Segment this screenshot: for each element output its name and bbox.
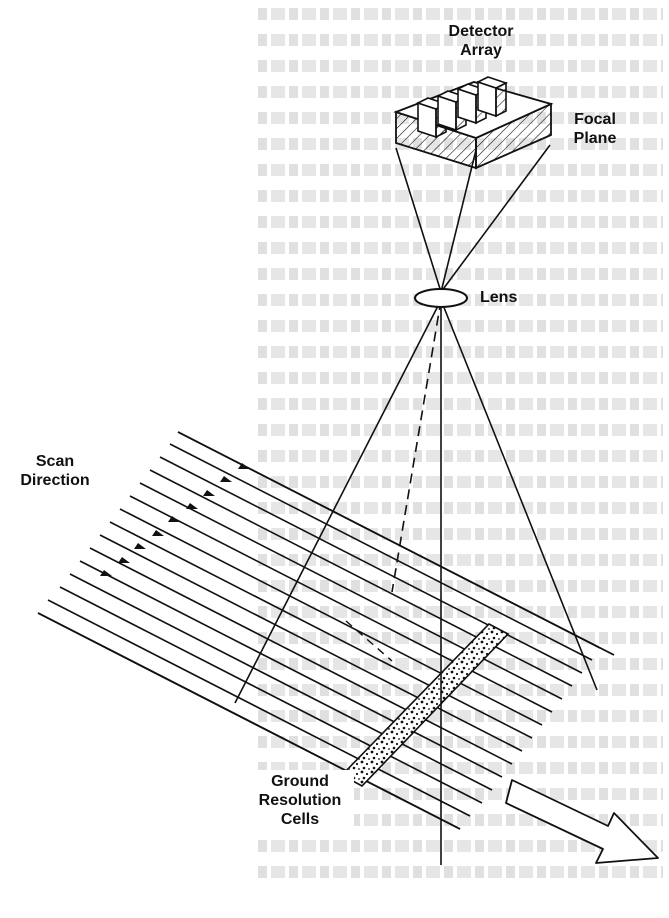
background-text-line — [258, 8, 663, 20]
background-text-line — [258, 736, 663, 748]
background-text-line — [258, 788, 663, 800]
background-text-line — [258, 476, 663, 488]
lens-label: Lens — [480, 289, 518, 306]
background-text-line — [258, 606, 663, 618]
scan-direction-label: Scan Direction — [20, 453, 90, 489]
ground-resolution-cell-strip — [340, 623, 510, 787]
detector-array — [415, 76, 509, 139]
background-text-line — [258, 372, 663, 384]
field-of-view-lines — [234, 299, 598, 865]
background-text-line — [258, 632, 663, 644]
lens-icon — [414, 288, 468, 308]
background-text-line — [258, 502, 663, 514]
background-text-line — [258, 398, 663, 410]
detector-array-label: Detector Array — [448, 23, 514, 59]
background-text-line — [258, 190, 663, 202]
background-text-line — [258, 164, 663, 176]
focal-plane-rays — [395, 144, 551, 293]
background-text-line — [258, 216, 663, 228]
ground-resolution-cells-label: Ground Resolution Cells — [246, 770, 354, 831]
dashed-view-line — [391, 299, 442, 593]
background-text-line — [258, 268, 663, 280]
dashed-ground-line — [345, 620, 393, 662]
swath-outline — [37, 431, 615, 830]
background-text-line — [258, 840, 663, 852]
background-text-line — [258, 60, 663, 72]
scan-arrowheads — [100, 463, 250, 576]
background-text-line — [258, 866, 663, 878]
background-text-line — [258, 34, 663, 46]
background-text-line — [258, 580, 663, 592]
background-text-line — [258, 554, 663, 566]
background-text-line — [258, 424, 663, 436]
background-text-line — [258, 684, 663, 696]
background-text-line — [258, 528, 663, 540]
scan-direction-arrow — [505, 779, 659, 864]
focal-plane-label: Focal Plane — [573, 111, 617, 147]
background-text-line — [258, 320, 663, 332]
background-text-line — [258, 346, 663, 358]
background-text-line — [258, 242, 663, 254]
background-text-line — [258, 710, 663, 722]
